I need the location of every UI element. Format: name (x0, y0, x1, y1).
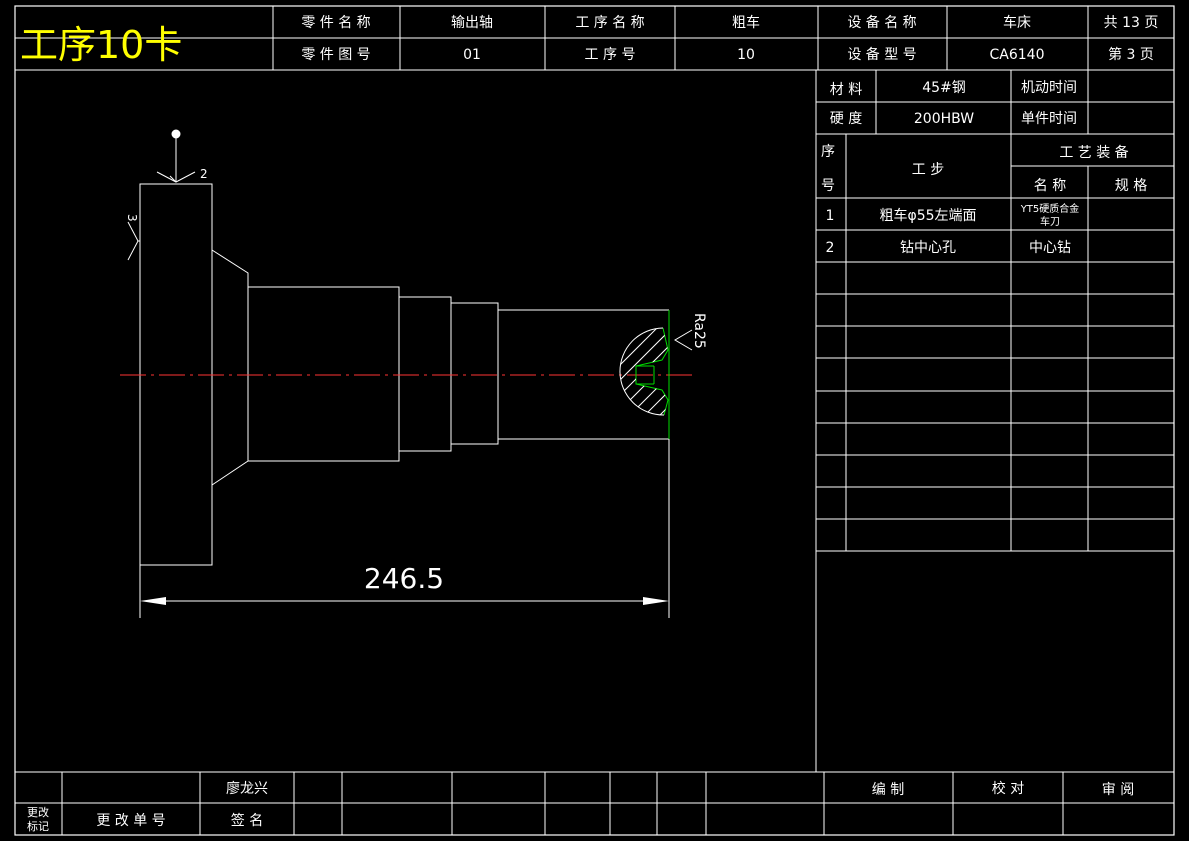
step-2-no: 2 (826, 240, 835, 256)
unit-time-label: 单件时间 (1021, 111, 1077, 127)
step-2-desc: 钻中心孔 (900, 240, 956, 256)
tool-name-label: 名 称 (1034, 178, 1066, 194)
equipment-name-label: 设 备 名 称 (847, 14, 916, 31)
process-no-label: 工 序 号 (585, 47, 636, 63)
dimension-value: 246.5 (364, 562, 444, 595)
change-mark-line1: 更改 (27, 805, 49, 819)
step-1-desc: 粗车φ55左端面 (879, 207, 976, 224)
steps-table-grid (815, 70, 1174, 772)
left-surface-mark (127, 221, 140, 261)
hardness-label: 硬 度 (830, 111, 862, 127)
part-drawing-no-label: 零 件 图 号 (301, 47, 370, 63)
roughness-symbol (674, 329, 693, 351)
footer-person: 廖龙兴 (226, 780, 268, 797)
tool-spec-label: 规 格 (1115, 178, 1147, 194)
dim-arrow-right (643, 597, 669, 605)
shaft-section-2 (247, 286, 400, 462)
card-border (14, 5, 1175, 836)
part-drawing-no-value: 01 (463, 47, 481, 63)
equipment-name-value: 车床 (1003, 14, 1031, 31)
part-name-value: 输出轴 (451, 15, 493, 31)
section-hatching (619, 328, 668, 416)
equipment-model-value: CA6140 (990, 47, 1045, 63)
dim-arrow-left (140, 597, 166, 605)
shaft-chamfer (211, 249, 249, 486)
top-mark-value: 2 (200, 167, 208, 181)
change-doc-no: 更 改 单 号 (96, 813, 165, 829)
shaft-section-3 (398, 296, 452, 452)
page-no: 第 3 页 (1108, 46, 1154, 63)
step-label: 工 步 (912, 162, 944, 178)
footer-grid (15, 771, 1174, 835)
step-1-tool-line2: 车刀 (1040, 215, 1060, 228)
step-2-tool: 中心钻 (1029, 240, 1071, 256)
dimension-lines (139, 439, 670, 618)
step-1-tool-line1: YT5硬质合金 (1020, 202, 1080, 215)
total-pages: 共 13 页 (1104, 15, 1159, 31)
top-surface-mark (156, 129, 196, 183)
equipment-model-label: 设 备 型 号 (847, 46, 916, 63)
compile-label: 编 制 (872, 782, 904, 798)
material-label: 材 料 (830, 82, 862, 98)
machine-time-label: 机动时间 (1021, 80, 1077, 96)
material-value: 45#钢 (922, 80, 966, 96)
left-mark-value: 3 (125, 214, 139, 222)
section-circle (619, 327, 665, 416)
process-name-label: 工 序 名 称 (575, 15, 644, 31)
equipment-label: 工 艺 装 备 (1059, 144, 1128, 161)
shaft-section-4 (450, 302, 499, 445)
part-name-label: 零 件 名 称 (301, 15, 370, 31)
process-no-value: 10 (737, 47, 755, 63)
hardness-value: 200HBW (914, 111, 974, 127)
signature-label: 签 名 (231, 812, 263, 829)
step-1-no: 1 (826, 208, 835, 224)
seq-label-bottom: 号 (821, 178, 835, 194)
change-mark-line2: 标记 (27, 819, 49, 833)
header-grid (15, 6, 1174, 71)
center-hole-profile (635, 327, 669, 416)
card-title: 工序10卡 (20, 23, 182, 67)
roughness-label: Ra25 (691, 313, 707, 349)
check-label: 校 对 (992, 780, 1024, 797)
review-label: 审 阅 (1102, 782, 1134, 798)
process-name-value: 粗车 (732, 14, 760, 31)
shaft-drawing: Ra25 2 3 246.5 (120, 129, 707, 618)
seq-label-top: 序 (821, 144, 835, 160)
